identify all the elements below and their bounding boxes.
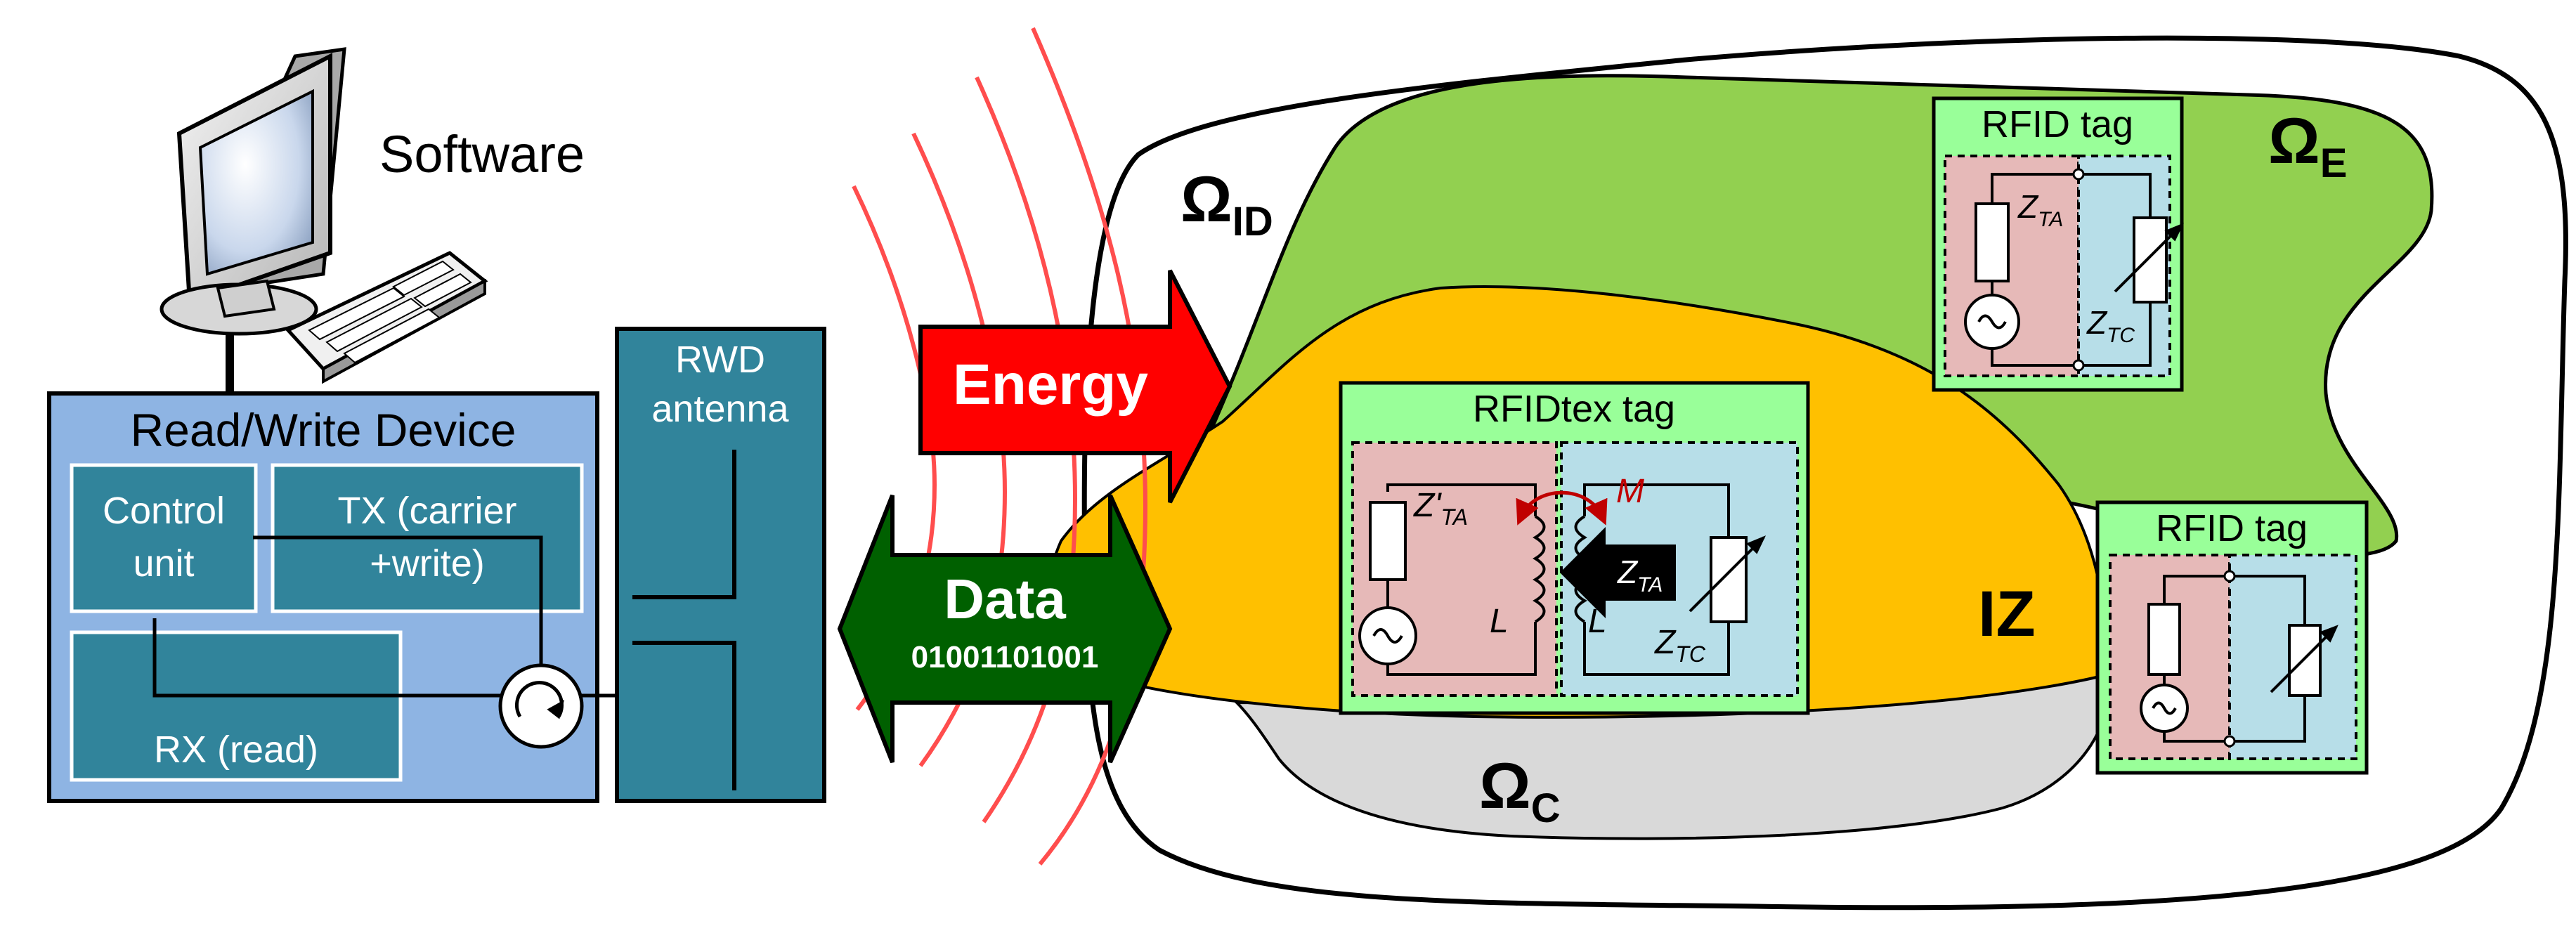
rfidtex-coil-left-icon <box>1533 515 1546 623</box>
tx-wire <box>253 535 543 696</box>
tx-label-1: TX (carrier <box>338 490 517 532</box>
rfidtex-l-left: L <box>1490 603 1509 640</box>
rfid-tag-bottom-zta-resistor <box>2147 603 2181 676</box>
antenna-label-1: RWD <box>675 339 765 381</box>
rfid-tag-top-ztc-resistor <box>2133 216 2168 304</box>
antenna-element-bottom <box>632 641 736 790</box>
antenna-element-top <box>632 450 736 599</box>
rfidtex-variable-arrow <box>1689 536 1765 613</box>
energy-arrow: Energy <box>918 269 1232 504</box>
rfid-tag-top-ztc: Z <box>2086 304 2108 341</box>
data-bits: 01001101001 <box>911 640 1099 674</box>
antenna-box <box>615 327 826 803</box>
rfidtex-zta-arrow: Z <box>1617 554 1639 590</box>
rfidtex-zta-arrow-sub: TA <box>1637 573 1663 596</box>
rfid-tag-bottom: RFID tag <box>2095 500 2369 775</box>
rfidtex-zta-prime-label: Z'TA <box>1413 487 1468 530</box>
circulator-icon <box>498 663 584 749</box>
rfidtex-ztc: Z <box>1654 624 1677 661</box>
rwd-antenna: RWD antenna <box>615 327 826 803</box>
omega-e-symbol: Ω <box>2268 105 2320 177</box>
software-label: Software <box>379 125 585 183</box>
tx-label-2: +write) <box>370 542 485 585</box>
rfid-tag-top-antenna-half <box>1944 155 2080 377</box>
energy-label: Energy <box>953 353 1148 417</box>
monitor-neck <box>216 279 276 318</box>
field-wave-3 <box>975 76 1078 823</box>
omega-e-label: ΩE <box>2268 105 2347 186</box>
rfidtex-zta-prime: Z' <box>1413 487 1442 524</box>
control-unit-label-2: unit <box>133 542 194 585</box>
omega-id-label: ΩID <box>1180 164 1273 244</box>
field-wave-4 <box>1031 27 1148 866</box>
rfidtex-ztc-resistor <box>1710 536 1748 623</box>
control-unit-box <box>70 463 258 613</box>
rfid-tag-bottom-ztc-resistor <box>2288 624 2322 697</box>
computer-icon <box>160 47 488 393</box>
omega-c-subscript: C <box>1531 785 1561 831</box>
rfid-tag-top-zta-label: ZTA <box>2017 188 2063 231</box>
data-arrow: Data 01001101001 <box>837 494 1173 764</box>
rx-box <box>70 630 403 782</box>
rfid-tag-bottom-title: RFID tag <box>2156 507 2308 549</box>
rfidtex-ztc-label: ZTC <box>1654 624 1706 667</box>
omega-c-label: ΩC <box>1479 750 1561 831</box>
rfidtex-zta-arrow-label: ZTA <box>1617 554 1663 596</box>
read-write-device: Read/Write Device Control unit TX (carri… <box>47 391 625 803</box>
iz-label: IZ <box>1978 578 2036 650</box>
rfid-tag-top-ztc-sub: TC <box>2107 324 2135 347</box>
rfidtex-m-label: M <box>1616 473 1644 510</box>
omega-id-subscript: ID <box>1232 199 1273 244</box>
rfid-tag-top: RFID tag ZTA ZTC <box>1932 96 2185 392</box>
rfid-tag-top-zta: Z <box>2017 188 2039 225</box>
rx-label: RX (read) <box>154 729 318 771</box>
omega-e-subscript: E <box>2320 141 2348 186</box>
rfid-tag-top-title: RFID tag <box>1982 103 2133 145</box>
rfidtex-ztc-sub: TC <box>1675 641 1706 667</box>
mutual-inductance-arrow <box>1516 490 1608 526</box>
antenna-label-2: antenna <box>651 388 789 430</box>
rfidtex-tag-title: RFIDtex tag <box>1473 388 1675 430</box>
omega-id-symbol: Ω <box>1180 164 1232 235</box>
rfidtex-reflected-impedance-arrow <box>1560 527 1676 618</box>
keyboard-icon <box>285 251 488 384</box>
rfid-tag-top-zta-resistor <box>1975 202 2010 282</box>
data-label: Data <box>944 568 1066 630</box>
monitor-screen <box>198 89 314 276</box>
rfidtex-zta-prime-sub: TA <box>1440 504 1468 530</box>
rfid-tag-top-zta-sub: TA <box>2038 208 2063 231</box>
rx-wire <box>152 618 506 698</box>
rfidtex-zta-resistor <box>1369 501 1407 581</box>
control-unit-label-1: Control <box>103 490 225 532</box>
rfidtex-tag: RFIDtex tag Z'TA L L ZTC M ZT <box>1339 381 1810 715</box>
rfid-tag-top-ztc-label: ZTC <box>2086 304 2135 347</box>
omega-c-symbol: Ω <box>1479 750 1531 822</box>
rwd-title: Read/Write Device <box>131 404 516 456</box>
